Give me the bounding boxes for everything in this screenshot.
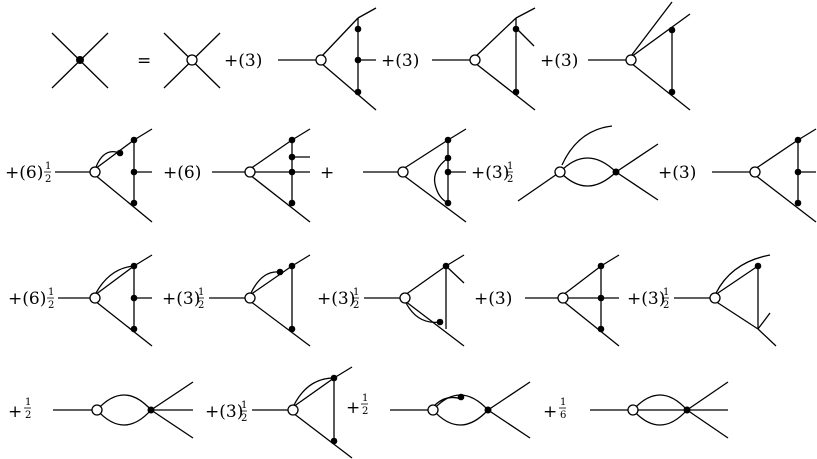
term-12-triangle-diagram [525, 254, 620, 347]
term-17-frac-num: 1 [560, 397, 566, 408]
term-10-triangle-diagram [209, 254, 311, 347]
term-1-triangle-diagram [278, 7, 377, 111]
term-6-triangle-diagram [363, 128, 467, 223]
equals-sign: = [137, 51, 151, 71]
term-15-frac-den: 2 [241, 413, 247, 424]
term-13-triangle-diagram [674, 254, 777, 347]
term-15-triangle-diagram [252, 366, 353, 459]
term-7-bubble-diagram [517, 125, 659, 202]
term-10-frac-num: 1 [198, 287, 204, 298]
term-11-triangle-diagram [364, 254, 465, 347]
term-4-frac-den: 2 [45, 174, 51, 185]
term-5-triangle-diagram [212, 128, 311, 223]
term-7-prefix: +(3) [471, 163, 509, 183]
term-10-frac-den: 2 [198, 300, 204, 311]
term-11-prefix: +(3) [317, 289, 355, 309]
term-14-prefix: + [8, 402, 22, 422]
full-four-point-vertex [51, 32, 109, 89]
term-14-frac-num: 1 [25, 397, 31, 408]
term-6-coefficient: + [320, 163, 334, 183]
term-11-frac-den: 2 [353, 300, 359, 311]
term-12-coefficient: +(3) [474, 289, 512, 309]
term-4-triangle-diagram [55, 128, 153, 223]
term-17-coefficient: + 1 6 [543, 397, 566, 422]
term-15-prefix: +(3) [205, 402, 243, 422]
term-17-frac-den: 6 [560, 410, 566, 421]
term-13-frac-den: 2 [663, 300, 669, 311]
term-11-coefficient: +(3) 1 2 [317, 287, 359, 311]
term-3-coefficient: +(3) [540, 51, 578, 71]
term-1-coefficient: +(3) [224, 51, 262, 71]
term-4-frac-num: 1 [45, 161, 51, 172]
term-10-coefficient: +(3) 1 2 [162, 287, 204, 311]
term-9-prefix: +(6) [8, 289, 46, 309]
term-16-frac-num: 1 [362, 393, 368, 404]
term-13-frac-num: 1 [663, 287, 669, 298]
term-16-prefix: + [346, 398, 360, 418]
term-2-coefficient: +(3) [381, 51, 419, 71]
term-16-frac-den: 2 [362, 406, 368, 417]
term-2-triangle-diagram [432, 7, 536, 111]
term-7-coefficient: +(3) 1 2 [471, 161, 513, 185]
term-9-frac-num: 1 [48, 287, 54, 298]
term-4-prefix: +(6) [5, 163, 43, 183]
term-8-triangle-diagram [712, 128, 817, 223]
term-17-prefix: + [543, 402, 557, 422]
term-16-bubble-diagram [390, 381, 531, 439]
term-4-coefficient: +(6) 1 2 [5, 161, 51, 185]
term-11-frac-num: 1 [353, 287, 359, 298]
term-5-coefficient: +(6) [163, 163, 201, 183]
term-13-coefficient: +(3) 1 2 [627, 287, 669, 311]
term-3-triangle-diagram [588, 1, 691, 111]
term-13-prefix: +(3) [627, 289, 665, 309]
term-9-frac-den: 2 [48, 300, 54, 311]
term-14-bubble-diagram [53, 381, 194, 439]
term-16-coefficient: + 1 2 [346, 393, 368, 418]
term-14-frac-den: 2 [25, 410, 31, 421]
term-8-coefficient: +(3) [658, 163, 696, 183]
term-15-frac-num: 1 [241, 400, 247, 411]
bare-four-point-vertex [163, 32, 221, 89]
term-15-coefficient: +(3) 1 2 [205, 400, 247, 424]
term-9-triangle-diagram [58, 254, 153, 347]
term-9-coefficient: +(6) 1 2 [8, 287, 54, 311]
term-14-coefficient: + 1 2 [8, 397, 31, 422]
term-17-sunset-diagram [590, 381, 729, 439]
term-10-prefix: +(3) [162, 289, 200, 309]
term-7-frac-num: 1 [507, 161, 513, 172]
term-7-frac-den: 2 [507, 174, 513, 185]
